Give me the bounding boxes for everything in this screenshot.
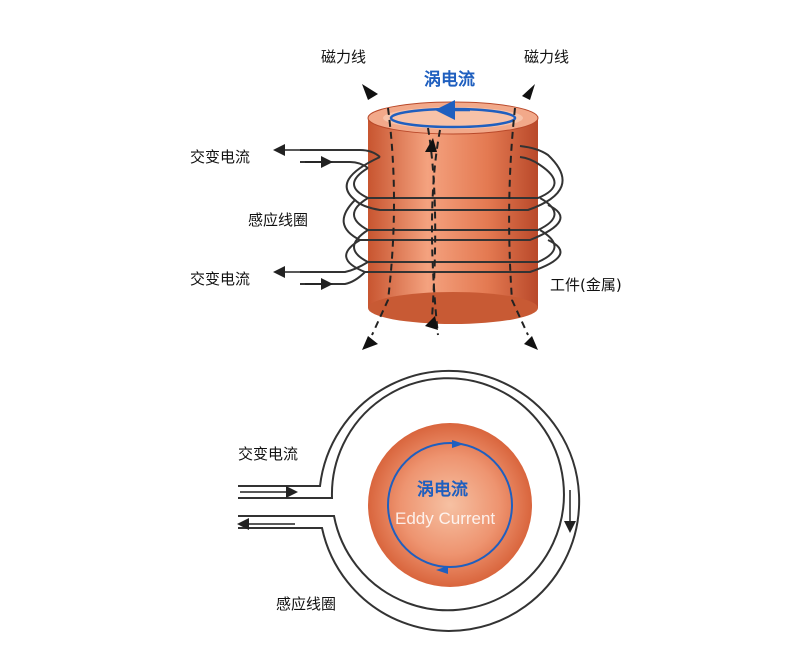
label-workpiece: 工件(金属) [550, 276, 622, 294]
label-magnetic-line-right: 磁力线 [524, 48, 570, 66]
label-eddy-current-bottom: 涡电流 [417, 480, 468, 500]
workpiece-disc [368, 423, 532, 587]
ac-current-arrows-upper [273, 144, 333, 168]
magnetic-arrowheads [362, 84, 538, 350]
ac-current-arrows-lower [273, 266, 333, 290]
eddy-current-loop-top [389, 100, 517, 129]
label-induction-coil-top: 感应线圈 [248, 211, 309, 229]
label-ac-current-upper: 交变电流 [190, 148, 251, 166]
eddy-current-loop-bottom [387, 440, 513, 574]
label-magnetic-line-left: 磁力线 [321, 48, 367, 66]
workpiece-cylinder [367, 101, 539, 324]
coil-current-arrows [237, 486, 576, 533]
label-ac-current-bottom: 交变电流 [238, 445, 299, 463]
label-eddy-current-en: Eddy Current [395, 509, 496, 528]
label-induction-coil-bottom: 感应线圈 [276, 595, 337, 613]
label-eddy-current-top: 涡电流 [424, 70, 475, 90]
coil-cross-section [238, 369, 581, 632]
label-ac-current-lower: 交变电流 [190, 270, 251, 288]
induction-coil-top [300, 145, 564, 285]
